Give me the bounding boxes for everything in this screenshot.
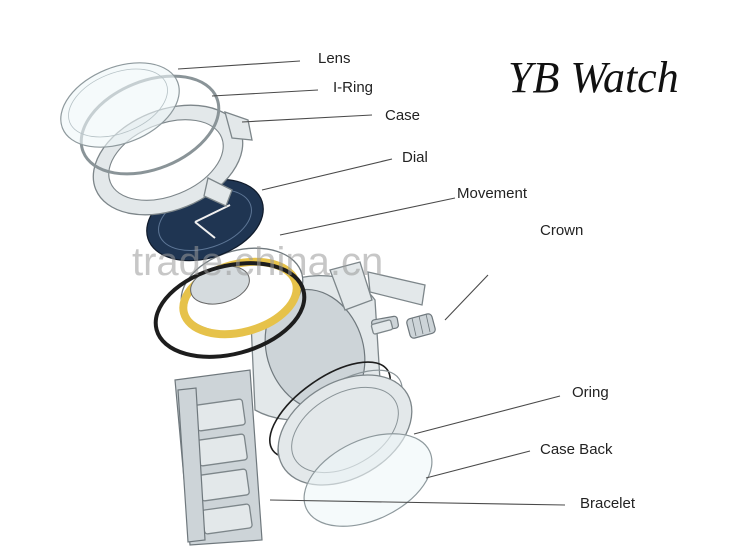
bracelet-illustration bbox=[174, 369, 263, 546]
label-crown: Crown bbox=[540, 222, 583, 239]
label-case-back: Case Back bbox=[540, 441, 613, 458]
part-labels: Lens I-Ring Case Dial Movement Crown Ori… bbox=[318, 50, 636, 512]
movement-illustration bbox=[153, 247, 307, 359]
watermark-text: trade.china.cn bbox=[132, 240, 383, 284]
watch-illustration bbox=[60, 62, 436, 546]
label-dial: Dial bbox=[402, 149, 428, 166]
label-i-ring: I-Ring bbox=[333, 79, 373, 96]
crown-illustration bbox=[370, 313, 436, 339]
brand-title: YB Watch bbox=[508, 53, 679, 102]
leader-lines bbox=[177, 60, 566, 506]
label-case: Case bbox=[385, 107, 420, 124]
label-bracelet: Bracelet bbox=[580, 495, 636, 512]
label-lens: Lens bbox=[318, 50, 351, 67]
label-oring: Oring bbox=[572, 384, 609, 401]
label-movement: Movement bbox=[457, 185, 528, 202]
case-back-illustration bbox=[277, 374, 433, 527]
